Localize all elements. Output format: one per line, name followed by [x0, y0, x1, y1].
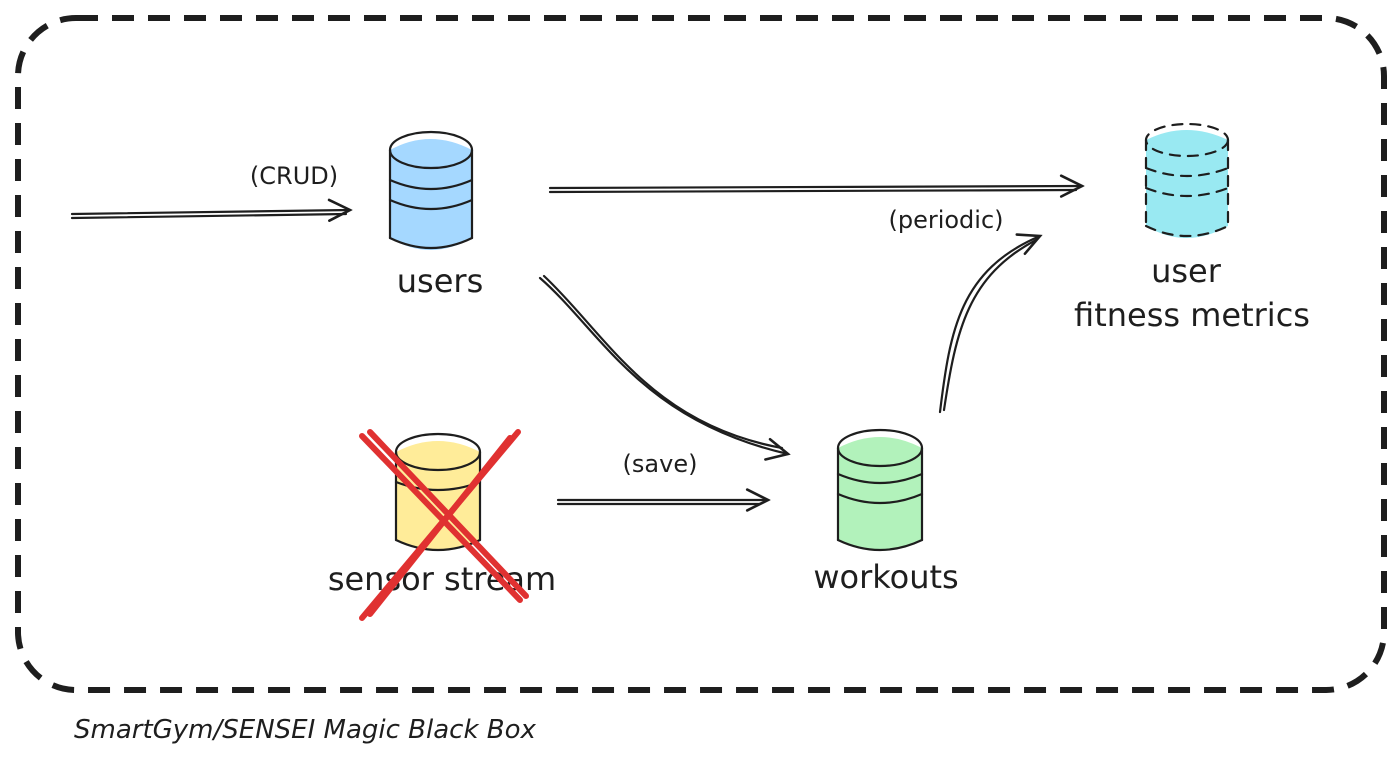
edge-users-to-fitness: [548, 186, 1082, 192]
users-label: users: [397, 262, 483, 300]
edge-crud-label: (CRUD): [250, 162, 338, 190]
cross-out-mark: [359, 429, 529, 621]
edge-crud: [70, 210, 350, 218]
workouts-db-fill: [838, 437, 922, 551]
edge-users-to-workouts: [538, 274, 788, 454]
workouts-database-icon: [836, 428, 924, 552]
edge-periodic-label: (periodic): [888, 206, 1003, 234]
fitness-db-fill: [1146, 130, 1228, 238]
diagram-caption: SmartGym/SENSEI Magic Black Box: [74, 715, 537, 745]
workouts-label: workouts: [813, 558, 958, 596]
edge-save: [556, 500, 768, 504]
system-boundary: [15, 15, 1387, 693]
fitness-metrics-label-line2: fitness metrics: [1074, 296, 1310, 334]
edge-workouts-to-fitness: [938, 236, 1040, 414]
users-db-fill: [390, 139, 472, 250]
fitness-metrics-database-icon: [1144, 122, 1230, 238]
users-database-icon: [388, 130, 474, 250]
fitness-metrics-label-line1: user: [1151, 252, 1222, 290]
edge-save-label: (save): [623, 450, 698, 478]
